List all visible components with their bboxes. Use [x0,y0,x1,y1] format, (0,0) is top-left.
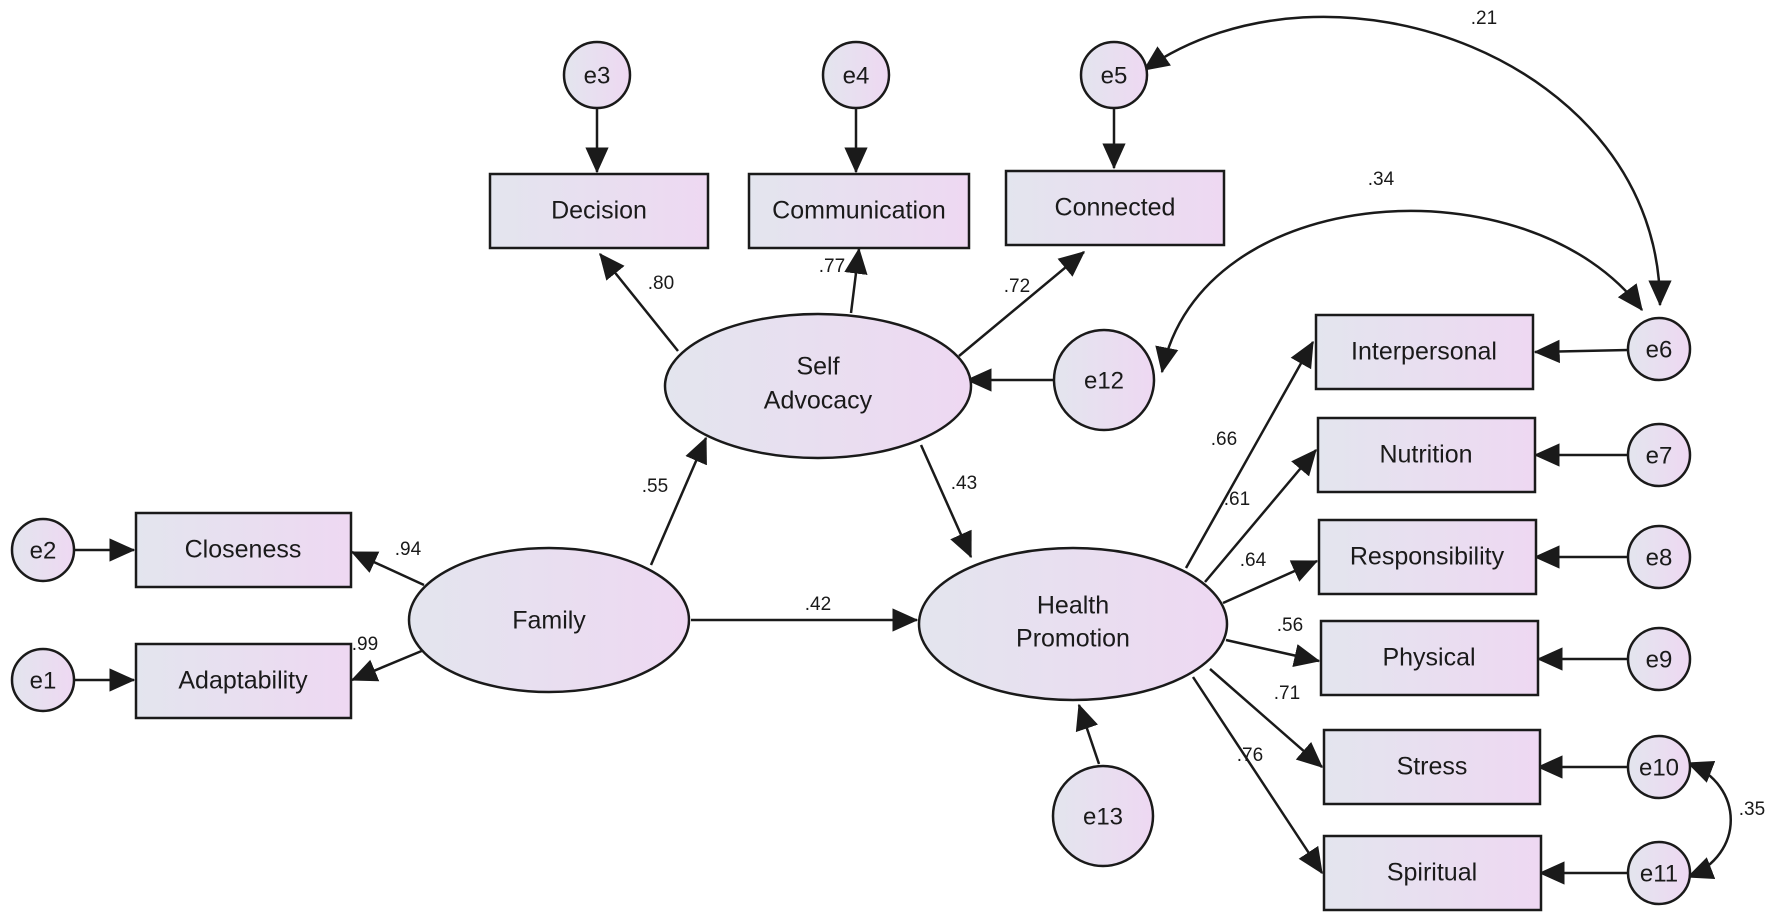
error-e4: e4 [821,40,891,110]
latent-health-promotion-label-line1: Health [1037,592,1109,620]
observed-physical: Physical [1319,619,1540,697]
edge-health-nutrition [1204,449,1317,583]
error-e1: e1 [10,647,76,713]
observed-communication-label: Communication [772,197,946,225]
coef-health-interpersonal: .66 [1211,429,1237,450]
edge-e6-interpersonal [1533,339,1629,364]
coef-health-spiritual: .76 [1237,745,1263,766]
error-e6: e6 [1626,316,1692,382]
cov-e10-e11 [1686,761,1732,879]
observed-spiritual-label: Spiritual [1387,859,1477,887]
observed-connected-label: Connected [1055,194,1176,222]
error-e3-label: e3 [584,62,611,89]
coef-health-stress: .71 [1274,683,1300,704]
observed-nutrition: Nutrition [1316,416,1537,494]
coefficient-labels: .80 .77 .72 .94 .99 .55 .42 .43 .66 .61 … [352,8,1765,820]
edge-health-spiritual [1191,676,1324,875]
error-e9: e9 [1626,626,1692,692]
observed-responsibility-label: Responsibility [1350,543,1505,571]
edge-family-self [649,436,708,566]
observed-physical-label: Physical [1382,644,1475,672]
edge-self-decision [599,252,679,352]
coef-family-health: .42 [805,594,831,615]
error-e7: e7 [1626,422,1692,488]
error-e8-label: e8 [1646,544,1673,571]
observed-closeness: Closeness [134,511,353,589]
error-e3: e3 [562,40,632,110]
coef-health-physical: .56 [1277,615,1303,636]
latent-self-advocacy-label-line2: Advocacy [764,387,873,415]
coef-health-responsibility: .64 [1240,550,1267,571]
observed-nutrition-label: Nutrition [1379,441,1472,469]
edge-health-responsibility [1222,559,1319,605]
cov-e5-e6 [1142,15,1672,307]
observed-decision-label: Decision [551,197,647,225]
edge-e13-health [1075,703,1101,765]
coef-self-connected: .72 [1004,276,1030,297]
error-e4-label: e4 [843,62,870,89]
latent-family-label: Family [512,607,586,635]
latent-family: Family [407,546,691,694]
observed-adaptability: Adaptability [134,642,353,720]
error-e7-label: e7 [1646,442,1673,469]
edge-health-stress [1209,668,1323,768]
edge-family-closeness [350,550,425,587]
coef-self-decision: .80 [648,273,674,294]
coef-cov-e10-e11: .35 [1739,799,1765,820]
coef-cov-e12-e6: .34 [1368,169,1395,190]
observed-decision: Decision [488,172,710,250]
observed-stress: Stress [1322,728,1542,806]
edge-health-physical [1225,638,1321,667]
observed-stress-label: Stress [1397,753,1468,781]
observed-connected: Connected [1004,169,1226,247]
observed-spiritual: Spiritual [1322,834,1543,912]
error-e5-label: e5 [1101,62,1128,89]
observed-interpersonal-label: Interpersonal [1351,338,1497,366]
coef-health-nutrition: .61 [1224,489,1250,510]
latent-self-advocacy: Self Advocacy [663,312,973,460]
error-e1-label: e1 [30,667,57,694]
coef-family-closeness: .94 [395,539,422,560]
error-e10: e10 [1626,734,1692,800]
error-e6-label: e6 [1646,336,1673,363]
coef-self-health: .43 [951,473,977,494]
error-e2: e2 [10,517,76,583]
edge-family-adaptability [350,648,425,682]
error-e11: e11 [1626,840,1692,906]
edge-self-communication [844,247,868,314]
edge-self-health [919,444,973,559]
observed-closeness-label: Closeness [185,536,302,564]
error-e13-label: e13 [1083,803,1123,830]
edge-self-connected [958,251,1085,357]
coef-cov-e5-e6: .21 [1471,8,1497,29]
observed-adaptability-label: Adaptability [178,667,308,695]
error-e10-label: e10 [1639,754,1679,781]
observed-responsibility: Responsibility [1317,518,1538,596]
latent-health-promotion-label-line2: Promotion [1016,625,1130,653]
error-e12: e12 [1052,328,1156,432]
edges [74,15,1732,885]
latent-self-advocacy-label-line1: Self [796,353,839,381]
coef-family-adaptability: .99 [352,634,378,655]
error-e11-label: e11 [1640,860,1678,887]
error-e12-label: e12 [1084,367,1124,394]
observed-communication: Communication [747,172,971,250]
error-e8: e8 [1626,524,1692,590]
observed-interpersonal: Interpersonal [1314,313,1535,391]
error-e2-label: e2 [30,537,57,564]
error-e9-label: e9 [1646,646,1673,673]
latent-health-promotion: Health Promotion [917,546,1229,702]
cov-e12-e6 [1155,209,1644,374]
coef-self-communication: .77 [819,256,845,277]
error-e13: e13 [1051,764,1155,868]
edge-health-interpersonal [1184,340,1315,569]
coef-family-self: .55 [642,476,668,497]
error-e5: e5 [1079,40,1149,110]
